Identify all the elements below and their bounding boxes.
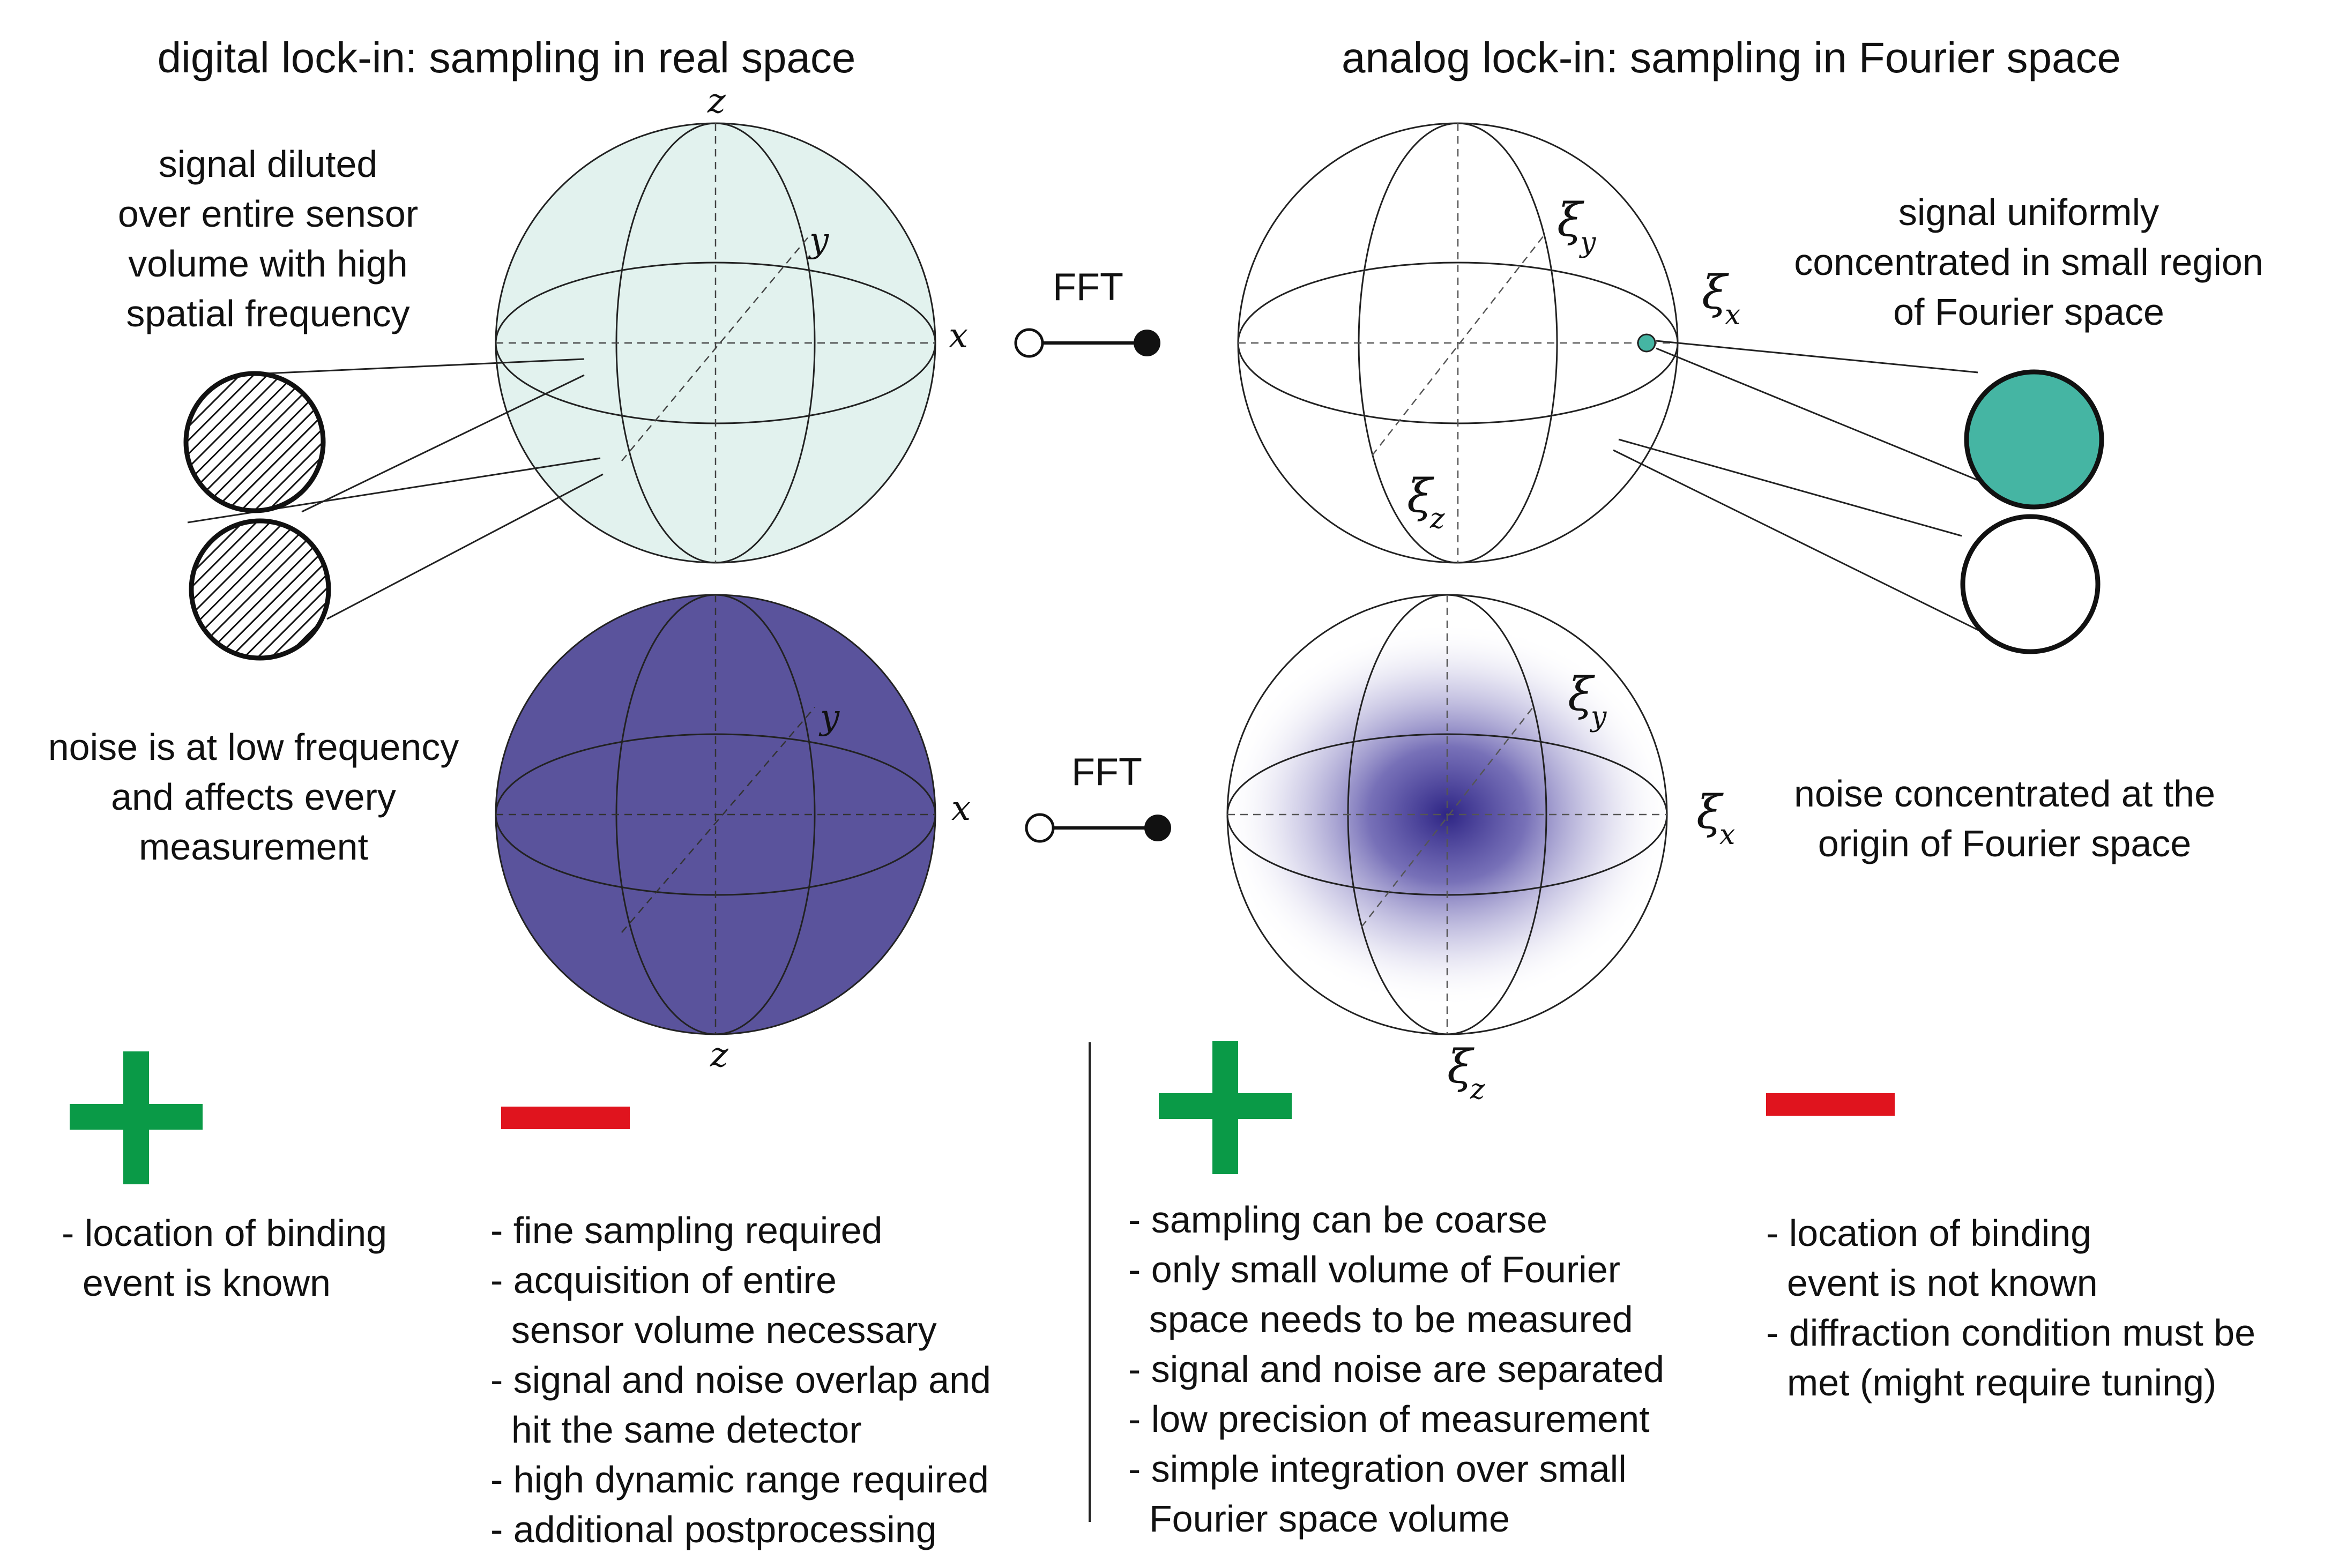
- svg-text:x: x: [1725, 299, 1740, 331]
- noise-real-sphere: [495, 594, 936, 1035]
- plus-icon: [70, 1051, 203, 1184]
- svg-text:- fine sampling required: - fine sampling required: [490, 1209, 882, 1251]
- right-title: analog lock-in: sampling in Fourier spac…: [1342, 34, 2121, 81]
- svg-text:y: y: [1590, 701, 1607, 733]
- digital-cons-list: - fine sampling required - acquisition o…: [490, 1209, 991, 1550]
- xi-x-label: ξ x: [1702, 266, 1740, 331]
- svg-text:hit the same detector: hit the same detector: [490, 1409, 862, 1451]
- svg-text:of Fourier space: of Fourier space: [1893, 291, 2164, 333]
- svg-text:- signal and noise are separat: - signal and noise are separated: [1128, 1348, 1664, 1390]
- svg-text:met (might require tuning): met (might require tuning): [1766, 1362, 2216, 1403]
- analog-pros-list: - sampling can be coarse - only small vo…: [1128, 1199, 1664, 1540]
- svg-text:FFT: FFT: [1053, 266, 1123, 309]
- svg-text:spatial frequency: spatial frequency: [126, 293, 409, 334]
- signal-detector: [1964, 369, 2104, 510]
- svg-text:ξ: ξ: [1696, 786, 1724, 839]
- z-axis-label: z: [707, 81, 726, 121]
- svg-text:FFT: FFT: [1071, 751, 1142, 794]
- signal-real-caption: signal diluted over entire sensor volume…: [118, 143, 418, 334]
- minus-icon: [1766, 1093, 1895, 1116]
- fft-connector-bottom: FFT: [1025, 751, 1171, 843]
- plus-icon: [1159, 1041, 1292, 1174]
- signal-fourier-sphere: [1237, 122, 1679, 564]
- svg-text:x: x: [1719, 819, 1735, 851]
- hatched-detector-1: [183, 371, 326, 513]
- fft-connector-top: FFT: [1014, 266, 1160, 358]
- xi-z-label: ξ z: [1447, 1040, 1485, 1106]
- x-axis-label: x: [951, 789, 971, 828]
- signal-fourier-caption: signal uniformly concentrated in small r…: [1794, 191, 2263, 333]
- svg-text:- low precision of measurement: - low precision of measurement: [1128, 1398, 1650, 1440]
- fourier-detectors: [1613, 340, 2104, 654]
- hatched-detector-2: [189, 518, 331, 661]
- svg-text:over entire sensor: over entire sensor: [118, 193, 418, 235]
- svg-text:sensor volume necessary: sensor volume necessary: [490, 1309, 937, 1351]
- svg-text:signal diluted: signal diluted: [159, 143, 378, 185]
- x-axis-label: x: [949, 316, 968, 356]
- svg-text:ξ: ξ: [1447, 1040, 1474, 1094]
- svg-text:measurement: measurement: [139, 826, 368, 868]
- svg-text:ξ: ξ: [1568, 668, 1595, 721]
- empty-detector: [1960, 514, 2101, 654]
- svg-text:- diffraction condition must b: - diffraction condition must be: [1766, 1312, 2255, 1354]
- svg-text:space needs to be measured: space needs to be measured: [1128, 1298, 1633, 1340]
- xi-x-label: ξ x: [1696, 786, 1735, 851]
- svg-text:Fourier space volume: Fourier space volume: [1128, 1498, 1510, 1540]
- svg-text:ξ: ξ: [1557, 193, 1584, 247]
- svg-text:y: y: [1579, 227, 1596, 259]
- svg-text:origin of Fourier space: origin of Fourier space: [1818, 823, 2191, 864]
- analog-cons-list: - location of binding event is not known…: [1766, 1212, 2255, 1403]
- hatched-detectors: [183, 358, 604, 661]
- signal-peak: [1637, 333, 1656, 353]
- svg-text:volume with high: volume with high: [128, 243, 407, 285]
- svg-text:z: z: [1429, 503, 1445, 535]
- svg-text:ξ: ξ: [1702, 266, 1729, 319]
- svg-text:noise concentrated at the: noise concentrated at the: [1794, 773, 2215, 815]
- y-axis-label: y: [808, 221, 829, 260]
- y-axis-label: y: [818, 698, 840, 737]
- svg-text:z: z: [1470, 1073, 1485, 1106]
- svg-text:signal uniformly: signal uniformly: [1898, 191, 2159, 233]
- noise-fourier-sphere: [1226, 594, 1668, 1035]
- svg-text:ξ: ξ: [1407, 469, 1434, 523]
- svg-text:and affects every: and affects every: [111, 776, 396, 818]
- signal-real-sphere: [495, 122, 936, 564]
- svg-text:- signal and noise overlap and: - signal and noise overlap and: [490, 1359, 991, 1401]
- xi-y-label: ξ y: [1557, 193, 1596, 259]
- xi-z-label: ξ z: [1407, 469, 1445, 535]
- svg-text:- high dynamic range required: - high dynamic range required: [490, 1459, 989, 1500]
- svg-text:- acquisition of entire: - acquisition of entire: [490, 1259, 837, 1301]
- svg-text:- location of binding: - location of binding: [62, 1212, 387, 1254]
- svg-text:- sampling can be coarse: - sampling can be coarse: [1128, 1199, 1547, 1241]
- digital-pros-list: - location of binding event is known: [62, 1212, 387, 1304]
- noise-real-caption: noise is at low frequency and affects ev…: [48, 726, 459, 868]
- svg-text:noise is at low frequency: noise is at low frequency: [48, 726, 459, 768]
- svg-text:- only small volume of Fourier: - only small volume of Fourier: [1128, 1249, 1620, 1290]
- svg-text:concentrated in small region: concentrated in small region: [1794, 241, 2263, 283]
- svg-text:event is known: event is known: [62, 1262, 331, 1304]
- xi-y-label: ξ y: [1568, 668, 1607, 733]
- svg-text:- additional postprocessing: - additional postprocessing: [490, 1509, 937, 1550]
- left-title: digital lock-in: sampling in real space: [158, 34, 856, 81]
- svg-text:- simple integration over smal: - simple integration over small: [1128, 1448, 1627, 1490]
- svg-text:- location of binding: - location of binding: [1766, 1212, 2091, 1254]
- z-axis-label: z: [710, 1035, 729, 1075]
- svg-text:event is not known: event is not known: [1766, 1262, 2098, 1304]
- noise-fourier-caption: noise concentrated at the origin of Four…: [1794, 773, 2215, 864]
- minus-icon: [501, 1107, 630, 1129]
